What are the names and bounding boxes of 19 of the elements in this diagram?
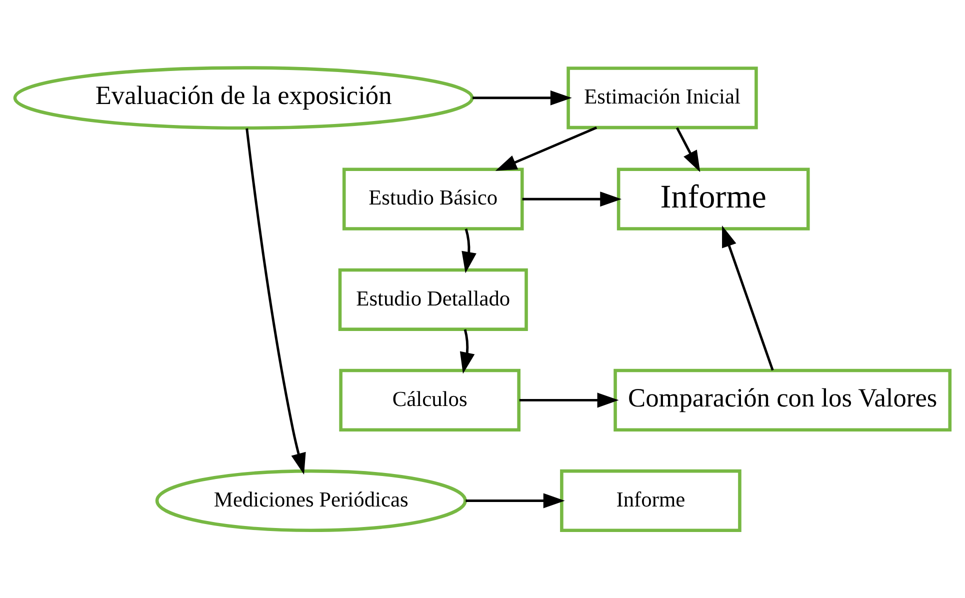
node-box: Informe <box>616 168 810 230</box>
arrow <box>495 126 598 171</box>
node-box: Estimación Inicial <box>566 66 758 130</box>
arrow <box>519 392 619 408</box>
arrow <box>462 228 476 274</box>
node-ellipse: Evaluación de la exposición <box>13 66 474 130</box>
arrow <box>472 90 572 106</box>
node-box: Estudio Detallado <box>338 268 528 331</box>
node-box: Informe <box>560 469 742 532</box>
arrow <box>466 493 565 508</box>
arrow <box>722 226 774 371</box>
arrow <box>676 127 700 172</box>
arrow <box>522 192 622 207</box>
node-ellipse: Mediciones Periódicas <box>155 469 467 532</box>
arrow <box>246 128 306 475</box>
node-box: Cálculos <box>339 368 520 432</box>
node-box: Estudio Básico <box>342 168 524 230</box>
node-box: Comparación con los Valores <box>614 368 952 432</box>
arrow <box>460 329 475 374</box>
